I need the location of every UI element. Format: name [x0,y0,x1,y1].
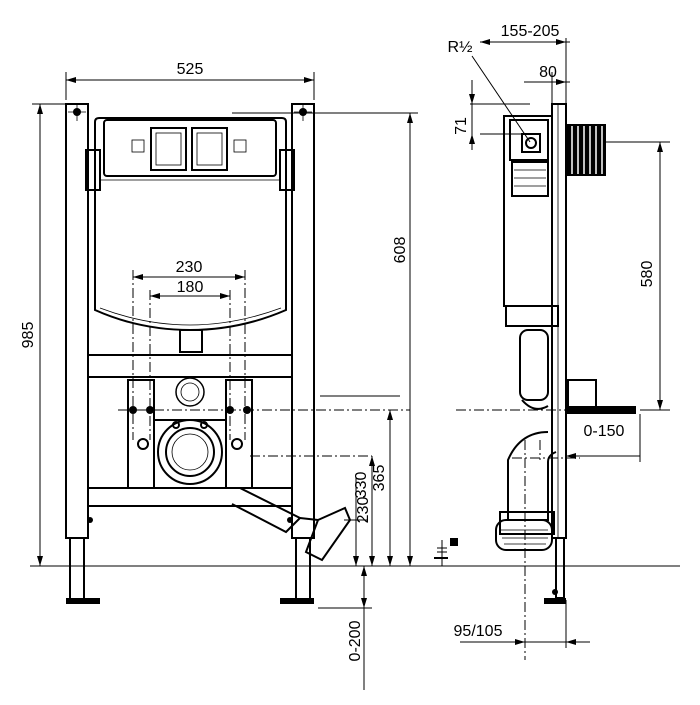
upper-crossbar [87,354,293,378]
cistern [94,117,287,332]
dim-525: 525 [177,61,204,78]
flush-button-left [150,127,187,171]
dim-155-205: 155-205 [501,23,560,40]
lower-crossbar [87,487,293,507]
side-view [434,103,636,660]
dim-608: 608 [392,237,409,264]
left-post [65,103,89,539]
dim-r-half: R½ [448,39,473,56]
dim-95-105: 95/105 [454,623,503,640]
dim-230-inlet: 230 [355,497,372,524]
dim-71: 71 [453,117,470,135]
dim-365: 365 [371,465,388,492]
dim-0-200: 0-200 [347,620,364,661]
dim-985: 985 [20,322,37,349]
dim-580: 580 [639,261,656,288]
right-post [291,103,315,539]
dim-330: 330 [353,472,370,499]
front-dimensions: 525 985 230 180 608 365 330 [20,61,418,690]
left-foot [66,598,100,604]
right-foot [280,598,314,604]
waste-elbow [304,506,352,562]
dim-180: 180 [177,279,204,296]
dim-80: 80 [539,64,557,81]
flush-button-right [191,127,228,171]
dim-0-150: 0-150 [584,423,625,440]
side-dimensions: 155-205 80 R½ 71 580 0-150 95/ [448,23,670,648]
front-view [65,103,410,604]
dim-230-outlet: 230 [176,259,203,276]
